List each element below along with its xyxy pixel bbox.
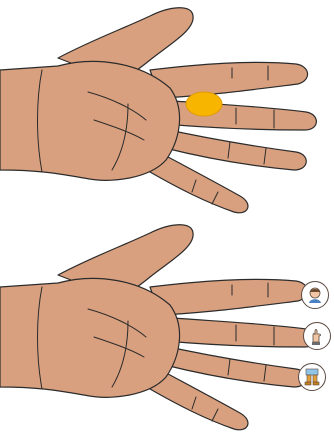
- hand-gesture-icon: [307, 326, 327, 346]
- hand-bottom: [0, 217, 334, 434]
- finger-badge-boots[interactable]: [298, 363, 326, 391]
- hand-bottom-illustration: [0, 217, 334, 434]
- finger-badge-person[interactable]: [301, 281, 329, 309]
- feet-boots-icon: [302, 367, 322, 387]
- finger-badge-hand[interactable]: [303, 322, 331, 350]
- yellow-oval-marker: [186, 92, 222, 116]
- person-face-icon: [305, 285, 325, 305]
- hand-top: [0, 0, 334, 217]
- hand-top-illustration: [0, 0, 334, 217]
